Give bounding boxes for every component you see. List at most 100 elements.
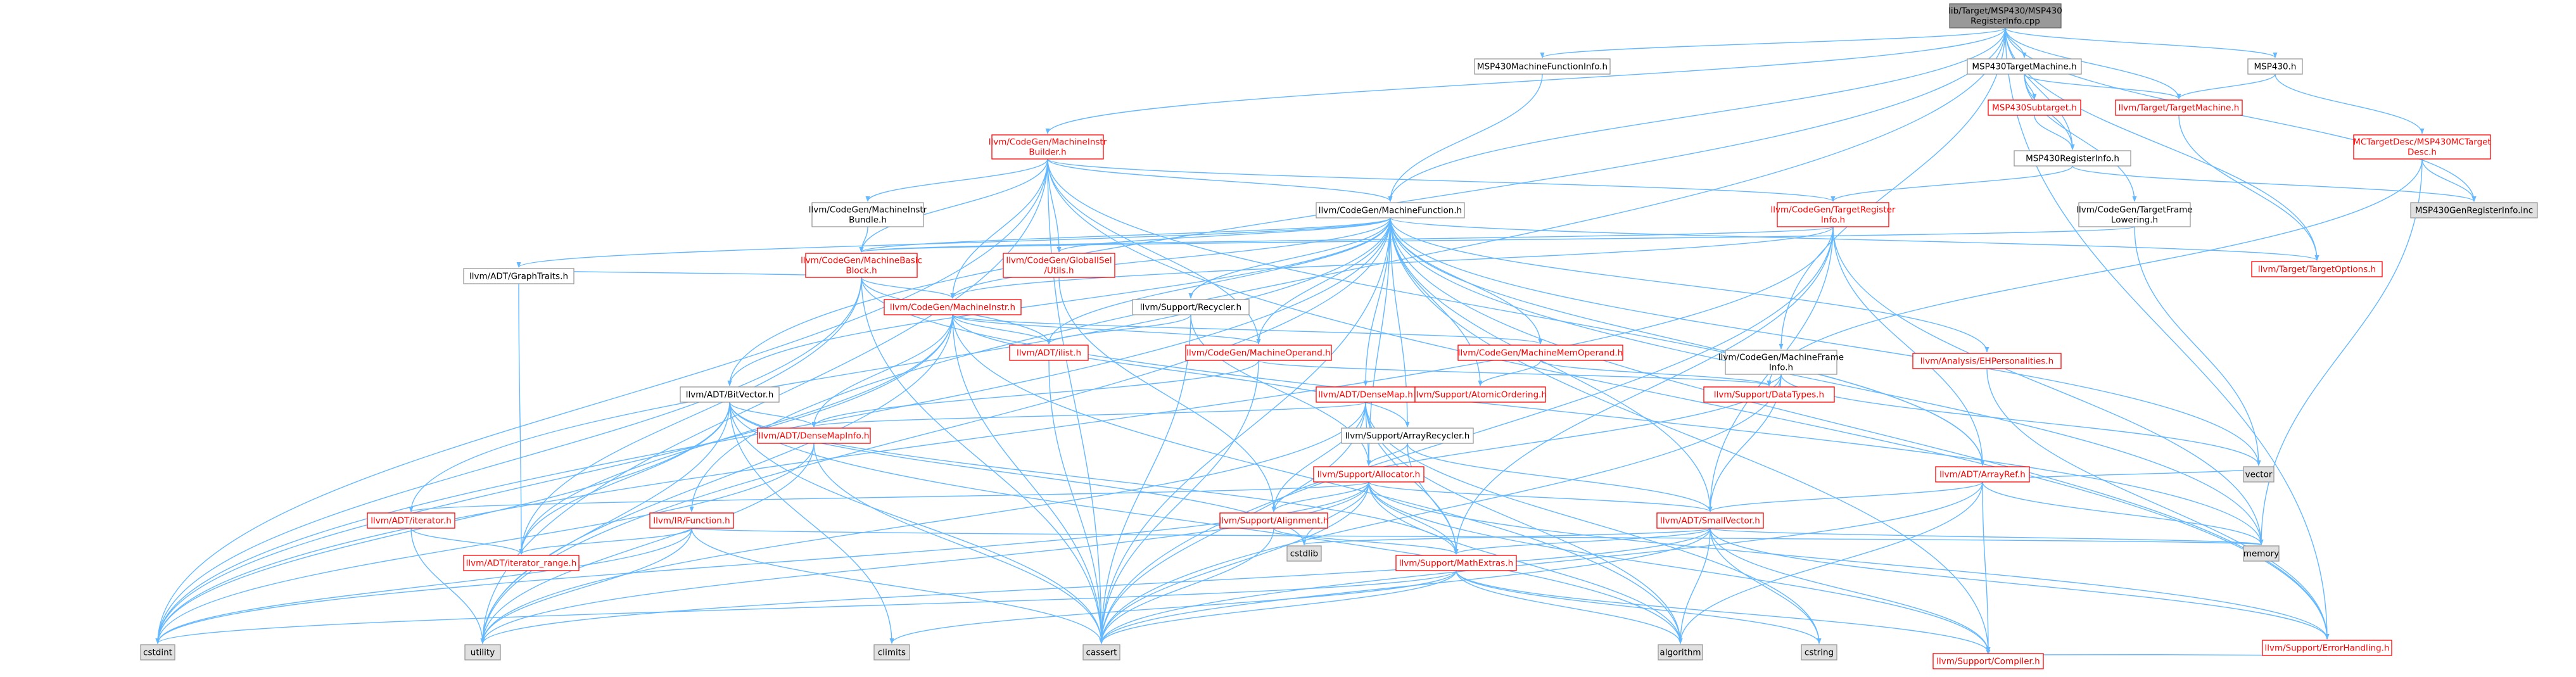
node-msp430h-box <box>2247 58 2303 75</box>
node-targetoptions[interactable]: llvm/Target/TargetOptions.h <box>2251 261 2383 277</box>
node-densemapinfo[interactable]: llvm/ADT/DenseMapInfo.h <box>757 427 871 444</box>
node-ri-box <box>2014 150 2131 167</box>
edge-mib-to-mibundle <box>865 158 1048 202</box>
edge-subtarget-to-ri <box>2034 115 2075 150</box>
edge-densemapinfo-to-cassert <box>813 443 1104 644</box>
node-function-box <box>649 512 734 529</box>
edge-mi-to-mmo <box>952 314 1543 345</box>
node-mo[interactable]: llvm/CodeGen/MachineOperand.h <box>1185 345 1332 361</box>
edge-ri-to-genri <box>2072 165 2477 202</box>
edge-mf-to-gisel <box>1056 217 1391 253</box>
edge-ilist-to-cassert <box>1048 360 1104 644</box>
edge-msp430h-to-targetmachine <box>2176 73 2276 99</box>
node-smallvector-label: llvm/ADT/SmallVector.h <box>1660 516 1760 526</box>
node-utility-label: utility <box>471 648 495 658</box>
edge-iterator-to-itrange <box>410 528 524 555</box>
node-mfi[interactable]: MSP430MachineFunctionInfo.h <box>1474 58 1611 75</box>
edge-mib-to-cstdint <box>155 158 1048 644</box>
node-densemap-label: llvm/ADT/DenseMap.h <box>1318 390 1413 400</box>
node-recycler[interactable]: llvm/Support/Recycler.h <box>1132 299 1250 315</box>
edge-bitvector-to-algorithm <box>729 402 1683 644</box>
edge-arrayref-to-memory <box>1982 481 2264 545</box>
node-tm[interactable]: MSP430TargetMachine.h <box>1967 58 2082 75</box>
node-datatypes-label: llvm/Support/DataTypes.h <box>1714 390 1824 400</box>
node-itrange-box <box>463 555 580 571</box>
edge-root-to-errorhandling <box>2005 27 2330 640</box>
edge-mf-to-memory <box>1390 217 2264 545</box>
edge-mf-to-mo <box>1256 217 1391 345</box>
node-mfinfo-box <box>1725 350 1837 375</box>
node-densemap-box <box>1316 386 1416 403</box>
edge-function-to-itrange <box>519 528 692 555</box>
node-targetmachine[interactable]: llvm/Target/TargetMachine.h <box>2115 99 2243 116</box>
edge-smallvector-to-cstdlib <box>1302 528 1711 545</box>
node-errorhandling[interactable]: llvm/Support/ErrorHandling.h <box>2262 640 2392 656</box>
edge-eh-to-errorhandling <box>1986 368 2330 640</box>
node-mathextras[interactable]: llvm/Support/MathExtras.h <box>1395 555 1517 571</box>
edge-mmo-to-datatypes <box>1540 360 1772 386</box>
node-ilist[interactable]: llvm/ADT/ilist.h <box>1009 345 1089 361</box>
edge-graphtraits-to-itrange <box>518 283 524 555</box>
node-msp430h[interactable]: MSP430.h <box>2247 58 2303 75</box>
node-vector-label: vector <box>2245 470 2273 480</box>
edge-tri-to-memory <box>1832 226 2264 545</box>
node-cstring-label: cstring <box>1805 648 1834 658</box>
edge-mathextras-to-cassert <box>1099 570 1457 644</box>
node-cstring: cstring <box>1801 644 1837 661</box>
edge-root-to-mfi <box>1540 27 2006 58</box>
edge-smallvector-to-compiler <box>1710 528 1991 653</box>
node-mbb-box <box>805 253 918 278</box>
node-mibundle-box <box>811 202 924 227</box>
node-allocator-box <box>1313 466 1424 483</box>
node-graphtraits[interactable]: llvm/ADT/GraphTraits.h <box>463 268 574 284</box>
node-mib-box <box>991 134 1104 160</box>
node-function[interactable]: llvm/IR/Function.h <box>649 512 734 529</box>
edge-mathextras-to-climits <box>889 570 1457 644</box>
node-compiler[interactable]: llvm/Support/Compiler.h <box>1932 653 2044 669</box>
node-mf[interactable]: llvm/CodeGen/MachineFunction.h <box>1316 202 1465 218</box>
node-tri-label: llvm/CodeGen/TargetRegister <box>1771 205 1896 215</box>
edge-function-to-memory <box>691 528 2262 545</box>
node-atomic[interactable]: llvm/Support/AtomicOrdering.h <box>1414 386 1547 403</box>
edge-recycler-to-cassert <box>1099 314 1191 644</box>
node-arrayrecycler-label: llvm/Support/ArrayRecycler.h <box>1345 431 1470 441</box>
node-mathextras-box <box>1395 555 1517 571</box>
node-climits-box <box>873 644 910 661</box>
node-arrayref[interactable]: llvm/ADT/ArrayRef.h <box>1935 466 2030 483</box>
node-mmo[interactable]: llvm/CodeGen/MachineMemOperand.h <box>1457 345 1623 361</box>
node-genri: MSP430GenRegisterInfo.inc <box>2410 202 2538 218</box>
node-subtarget-label: MSP430Subtarget.h <box>1992 103 2077 113</box>
node-mibundle-label: Bundle.h <box>849 215 887 225</box>
edge-mf-to-targetoptions <box>1390 217 2319 261</box>
node-utility: utility <box>464 644 501 661</box>
node-subtarget[interactable]: MSP430Subtarget.h <box>1988 99 2081 116</box>
edge-root-to-mf <box>1388 27 2006 202</box>
node-ri[interactable]: MSP430RegisterInfo.h <box>2014 150 2131 167</box>
edge-mathextras-to-cstring <box>1456 570 1822 644</box>
node-datatypes[interactable]: llvm/Support/DataTypes.h <box>1703 386 1835 403</box>
node-iterator[interactable]: llvm/ADT/iterator.h <box>367 512 455 529</box>
node-densemap[interactable]: llvm/ADT/DenseMap.h <box>1316 386 1416 403</box>
node-smallvector[interactable]: llvm/ADT/SmallVector.h <box>1656 512 1764 529</box>
node-mi[interactable]: llvm/CodeGen/MachineInstr.h <box>884 299 1022 315</box>
node-eh-box <box>1912 353 2062 369</box>
node-bitvector[interactable]: llvm/ADT/BitVector.h <box>680 386 780 403</box>
node-alignment[interactable]: llvm/Support/Alignment.h <box>1219 512 1329 529</box>
edge-arrayref-to-compiler <box>1982 481 1991 653</box>
node-mbb-label: llvm/CodeGen/MachineBasic <box>801 256 922 266</box>
node-eh[interactable]: llvm/Analysis/EHPersonalities.h <box>1912 353 2062 369</box>
edge-allocator-to-utility <box>480 481 1369 644</box>
edge-tfl-to-mbb <box>860 226 2135 253</box>
edge-smallvector-to-memory <box>1710 528 2263 545</box>
node-itrange[interactable]: llvm/ADT/iterator_range.h <box>463 555 580 571</box>
node-arrayrecycler[interactable]: llvm/Support/ArrayRecycler.h <box>1341 427 1474 444</box>
node-gisel[interactable]: llvm/CodeGen/GlobalISel/Utils.h <box>1003 253 1115 278</box>
node-allocator[interactable]: llvm/Support/Allocator.h <box>1313 466 1424 483</box>
